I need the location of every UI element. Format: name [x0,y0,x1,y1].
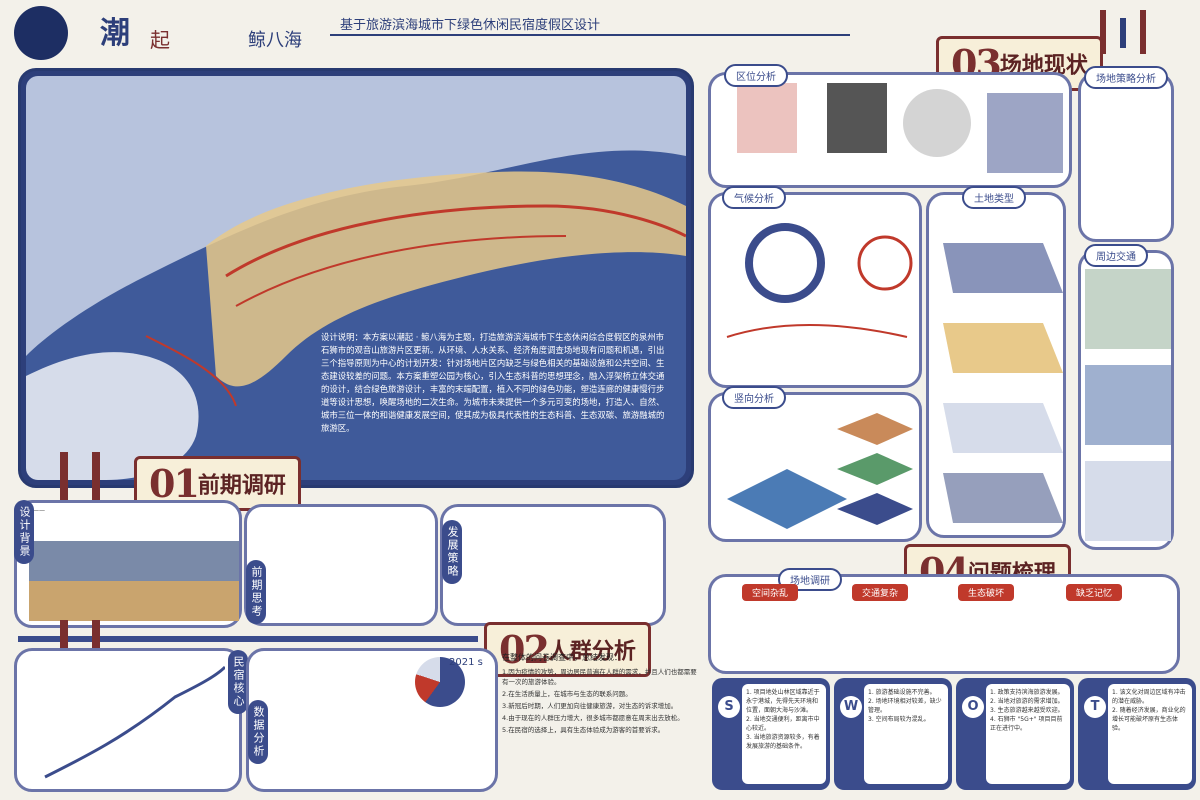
deco-bar [92,452,100,504]
issue-tag: 空间杂乱 [742,584,799,601]
crowd-point: 4.由于现在的人群压力增大，很多城市都愿意在周末出去放松。 [502,714,684,722]
swot-text: 1. 政策支持滨海旅游发展。 2. 当地对旅游的需求增加。 3. 生态旅游越来越… [986,684,1070,784]
section-02-heading: 02人群分析 [484,622,651,677]
crowd-point: 1.因为疫情的攻势，周边居民普遍在人群的需求，并且人们也都需要有一次的旅游体验。 [502,668,697,686]
swot-text: 1. 旅游基础设施不完善。 2. 场地环境相对较差，缺少管理。 3. 空间布局较… [864,684,948,784]
header-deco-bar [1120,18,1126,48]
land-type-panel [926,192,1066,538]
early-thinking-label: 前期思考 [246,560,266,624]
site-strategy-panel [1078,72,1174,242]
section-divider [18,636,478,642]
swot-text: 1. 项目地处山林区域靠近于永宁港城，先得先天环境和位置，面朝大海与沙滩。 2.… [742,684,826,784]
pie-chart [415,657,465,707]
crowd-core-label: 民宿核心 [228,650,248,714]
design-background-label: 设计背景 [14,500,34,564]
crowd-point: 3.新冠后时期，人们更加向往健康旅游，对生态的诉求增加。 [502,702,678,710]
swot-letter: S [718,696,740,718]
location-panel [708,72,1072,188]
swot-opportunities: O 1. 政策支持滨海旅游发展。 2. 当地对旅游的需求增加。 3. 生态旅游越… [956,678,1074,790]
header-deco-bar [1140,10,1146,54]
land-type-label: 土地类型 [962,186,1026,209]
design-background-panel: —— [14,500,242,628]
crowd-point: 2.在生活质量上，在城市与生态的联系问题。 [502,690,632,698]
swot-text: 1. 该文化对周边区域有冲击的潜在威胁。 2. 随着经济发展，商业化的增长可能破… [1108,684,1192,784]
swot-letter: T [1084,696,1106,718]
crowd-point: 5.在民宿的选择上，具有生态体验成为游客的首要诉求。 [502,726,665,734]
design-description: 设计说明：本方案以潮起 · 鲸八海为主题，打造旅游滨海城市下生态休闲综合度假区的… [321,332,665,433]
title-sub: 起 [150,28,170,52]
swot-letter: O [962,696,984,718]
title-main: 潮 [100,16,130,51]
early-thinking-panel [244,504,438,626]
masterplan-panel: 设计说明：本方案以潮起 · 鲸八海为主题，打造旅游滨海城市下生态休闲综合度假区的… [18,68,694,488]
data-analysis-panel: 2021 s [246,648,498,792]
dev-strategy-panel [440,504,666,626]
issue-tag: 生态破坏 [958,584,1015,601]
site-strategy-label: 场地策略分析 [1084,66,1168,89]
deco-bar [60,452,68,504]
location-label: 区位分析 [724,64,788,87]
deco-bar [92,620,100,648]
traffic-panel [1078,250,1174,550]
dev-strategy-label: 发展策略 [442,520,462,584]
header-deco-bar [1100,10,1106,54]
vertical-label: 竖向分析 [722,386,786,409]
swot-strengths: S 1. 项目地处山林区域靠近于永宁港城，先得先天环境和位置，面朝大海与沙滩。 … [712,678,830,790]
climate-label: 气候分析 [722,186,786,209]
swot-threats: T 1. 该文化对周边区域有冲击的潜在威胁。 2. 随着经济发展，商业化的增长可… [1078,678,1196,790]
swot-letter: W [840,696,862,718]
crowd-intro: 在整体的问卷调查中，总结发现： [502,653,622,662]
deco-bar [60,620,68,648]
issue-tag: 缺乏记忆 [1066,584,1123,601]
traffic-label: 周边交通 [1084,244,1148,267]
crowd-findings: 在整体的问卷调查中，总结发现： 1.因为疫情的攻势，周边居民普遍在人群的需求，并… [502,652,702,792]
title-name: 鲸八海 [248,30,302,51]
swot-weaknesses: W 1. 旅游基础设施不完善。 2. 场地环境相对较差，缺少管理。 3. 空间布… [834,678,952,790]
header-rule [330,34,850,36]
vertical-panel [708,392,922,542]
data-analysis-label: 数据分析 [248,700,268,764]
climate-panel [708,192,922,388]
crowd-core-panel [14,648,242,792]
subtitle: 基于旅游滨海城市下绿色休闲民宿度假区设计 [340,18,601,33]
logo-whale-icon [14,6,68,60]
issue-tag: 交通复杂 [852,584,909,601]
stat-year: 2021 s [449,657,483,668]
masterplan-map [26,76,686,480]
